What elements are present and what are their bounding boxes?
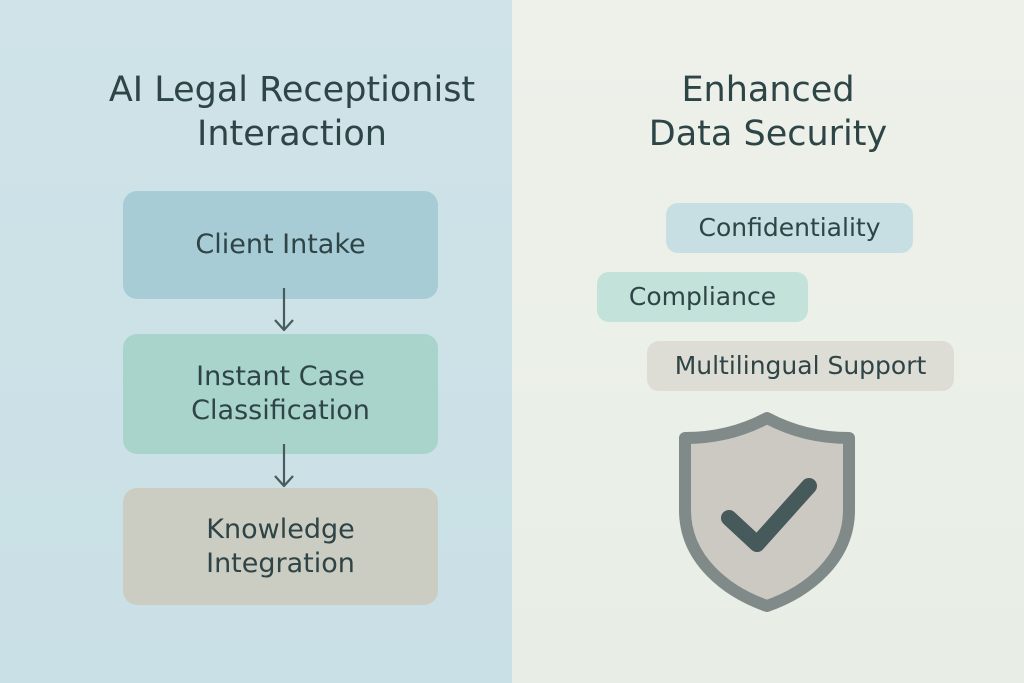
security-panel: Enhanced Data Security Confidentiality C… [512, 0, 1024, 683]
feature-multilingual-support: Multilingual Support [647, 341, 954, 391]
step-knowledge-integration: Knowledge Integration [123, 488, 438, 605]
security-title-line-2: Data Security [648, 114, 888, 154]
receptionist-title-line-2: Interaction [197, 114, 387, 154]
step-3-label-line-2: Integration [206, 547, 355, 579]
step-3-label-line-1: Knowledge [206, 513, 355, 545]
step-client-intake: Client Intake [123, 191, 438, 299]
shield-check-icon [679, 412, 855, 612]
step-2-label-line-2: Classification [191, 395, 370, 426]
arrow-down-icon [274, 444, 294, 488]
arrow-down-icon [274, 288, 294, 332]
security-title-line-1: Enhanced [681, 70, 855, 110]
step-1-label: Client Intake [195, 229, 366, 260]
receptionist-panel: AI Legal Receptionist Interaction Client… [0, 0, 512, 683]
feature-compliance: Compliance [597, 272, 808, 322]
security-title: Enhanced Data Security [512, 68, 1024, 156]
receptionist-title: AI Legal Receptionist Interaction [0, 68, 584, 156]
step-instant-case-classification: Instant Case Classification [123, 334, 438, 454]
step-2-label-line-1: Instant Case [196, 361, 365, 392]
feature-confidentiality: Confidentiality [666, 203, 913, 253]
receptionist-title-line-1: AI Legal Receptionist [108, 70, 476, 110]
